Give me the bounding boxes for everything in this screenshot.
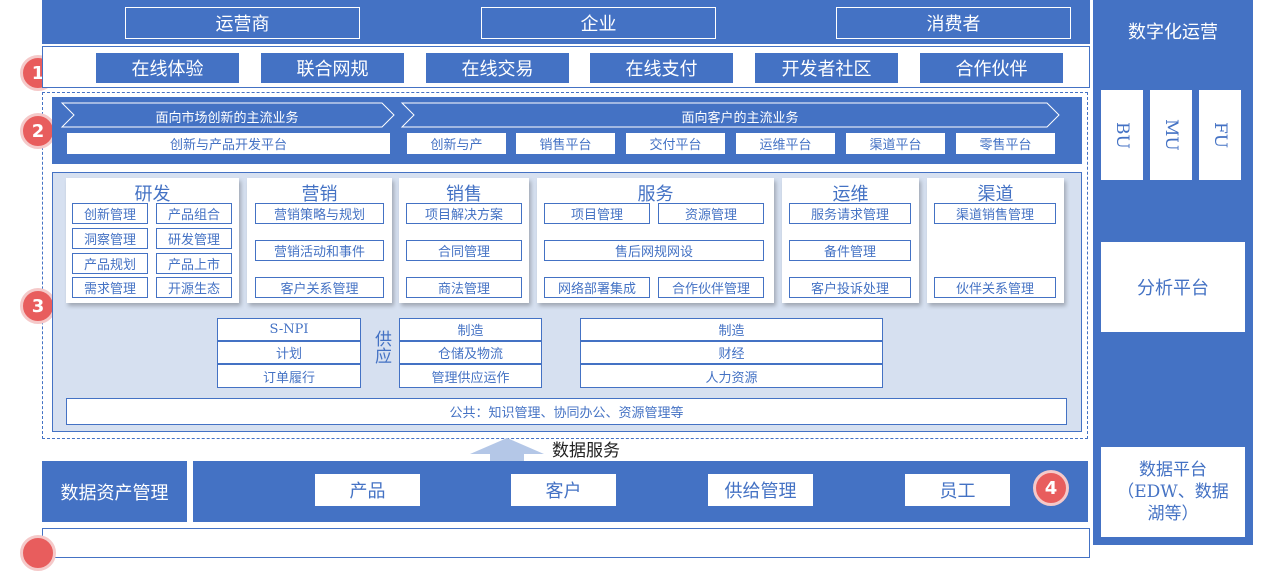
left-chevron-shape [60,102,395,128]
top-item-operator[interactable]: 运营商 [125,7,360,39]
bottom-partial-frame [42,528,1090,558]
top-item-consumer[interactable]: 消费者 [836,7,1071,39]
sales-contract[interactable]: 合同管理 [406,240,522,261]
platform-ops[interactable]: 运维平台 [735,132,836,155]
supply-warehousing-logistics[interactable]: 仓储及物流 [399,341,542,364]
support-hr[interactable]: 人力资源 [580,364,883,388]
bu-label: BU [1112,121,1132,149]
service-network-deploy[interactable]: 网络部署集成 [544,277,650,298]
business-area-dashed-frame [42,92,1088,439]
rnd-open-source[interactable]: 开源生态 [156,277,232,298]
badge-5-partial [20,535,56,571]
ops-service-request[interactable]: 服务请求管理 [789,203,911,224]
card-marketing: 营销 营销策略与规划 营销活动和事件 客户关系管理 [247,178,392,303]
rnd-insight-mgmt[interactable]: 洞察管理 [72,228,148,249]
supply-operations-mgmt[interactable]: 管理供应运作 [399,364,542,388]
fu-box[interactable]: FU [1199,90,1241,180]
badge-4: 4 [1033,470,1069,506]
data-asset-mgmt[interactable]: 数据资产管理 [42,461,187,522]
ops-complaints[interactable]: 客户投诉处理 [789,277,911,298]
service-resource-mgmt[interactable]: 资源管理 [658,203,764,224]
online-trading[interactable]: 在线交易 [426,53,569,83]
service-partner-mgmt[interactable]: 合作伙伴管理 [658,277,764,298]
data-customer[interactable]: 客户 [511,474,616,506]
supply-snpi[interactable]: S-NPI [217,318,361,341]
card-rnd-title: 研发 [134,184,171,205]
channel-partner-relations[interactable]: 伙伴关系管理 [934,277,1056,298]
supply-planning[interactable]: 计划 [217,341,361,364]
sales-solution[interactable]: 项目解决方案 [406,203,522,224]
fu-label: FU [1210,121,1230,149]
partners[interactable]: 合作伙伴 [920,53,1063,83]
developer-community[interactable]: 开发者社区 [755,53,898,83]
badge-2: 2 [20,113,56,149]
common-services[interactable]: 公共：知识管理、协同办公、资源管理等 [66,398,1067,425]
rnd-innovation-mgmt[interactable]: 创新管理 [72,203,148,224]
platform-sales[interactable]: 销售平台 [515,132,616,155]
data-platform[interactable]: 数据平台（EDW、数据湖等） [1101,447,1245,537]
platform-innovation-prod[interactable]: 创新与产 [406,132,507,155]
card-service: 服务 项目管理 资源管理 售后网规网设 网络部署集成 合作伙伴管理 [537,178,774,303]
top-item-enterprise[interactable]: 企业 [481,7,716,39]
card-service-title: 服务 [637,184,674,205]
platform-delivery[interactable]: 交付平台 [625,132,726,155]
marketing-crm[interactable]: 客户关系管理 [255,277,384,298]
data-supply-mgmt[interactable]: 供给管理 [708,474,813,506]
bu-box[interactable]: BU [1101,90,1143,180]
supply-order-fulfillment[interactable]: 订单履行 [217,364,361,388]
service-project-mgmt[interactable]: 项目管理 [544,203,650,224]
platform-retail[interactable]: 零售平台 [955,132,1056,155]
supply-label: 供应 [371,330,391,364]
rnd-product-launch[interactable]: 产品上市 [156,253,232,274]
data-product[interactable]: 产品 [315,474,420,506]
data-employee[interactable]: 员工 [905,474,1010,506]
analysis-platform[interactable]: 分析平台 [1101,242,1245,332]
rnd-product-planning[interactable]: 产品规划 [72,253,148,274]
card-ops: 运维 服务请求管理 备件管理 客户投诉处理 [782,178,919,303]
marketing-events[interactable]: 营销活动和事件 [255,240,384,261]
data-service-label: 数据服务 [552,441,620,461]
data-service-arrow-icon [470,438,544,462]
card-channel-title: 渠道 [977,184,1014,205]
right-chevron-shape [400,102,1060,128]
support-manufacturing[interactable]: 制造 [580,318,883,341]
badge-3: 3 [20,288,56,324]
marketing-strategy[interactable]: 营销策略与规划 [255,203,384,224]
digital-ops-title: 数字化运营 [1128,22,1218,43]
rnd-rnd-mgmt[interactable]: 研发管理 [156,228,232,249]
online-payment[interactable]: 在线支付 [590,53,733,83]
support-finance[interactable]: 财经 [580,341,883,364]
innovation-platform[interactable]: 创新与产品开发平台 [66,132,391,155]
customer-business-header: 面向客户的主流业务 [681,111,799,126]
mu-label: MU [1161,119,1181,151]
rnd-requirement-mgmt[interactable]: 需求管理 [72,277,148,298]
card-marketing-title: 营销 [301,184,338,205]
rnd-product-portfolio[interactable]: 产品组合 [156,203,232,224]
card-channel: 渠道 渠道销售管理 伙伴关系管理 [927,178,1064,303]
ops-spare-parts[interactable]: 备件管理 [789,240,911,261]
joint-network-planning[interactable]: 联合网规 [261,53,404,83]
card-ops-title: 运维 [832,184,869,205]
service-after-sales-network[interactable]: 售后网规网设 [544,240,764,261]
card-rnd: 研发 创新管理 产品组合 洞察管理 研发管理 产品规划 产品上市 需求管理 开源… [66,178,239,303]
channel-sales-mgmt[interactable]: 渠道销售管理 [934,203,1056,224]
platform-channel[interactable]: 渠道平台 [845,132,946,155]
market-innovation-header: 面向市场创新的主流业务 [155,111,299,126]
sales-legal[interactable]: 商法管理 [406,277,522,298]
supply-manufacturing[interactable]: 制造 [399,318,542,341]
mu-box[interactable]: MU [1150,90,1192,180]
row2-chevrons [60,102,1060,128]
card-sales: 销售 项目解决方案 合同管理 商法管理 [399,178,529,303]
card-sales-title: 销售 [446,184,482,205]
online-experience[interactable]: 在线体验 [96,53,239,83]
